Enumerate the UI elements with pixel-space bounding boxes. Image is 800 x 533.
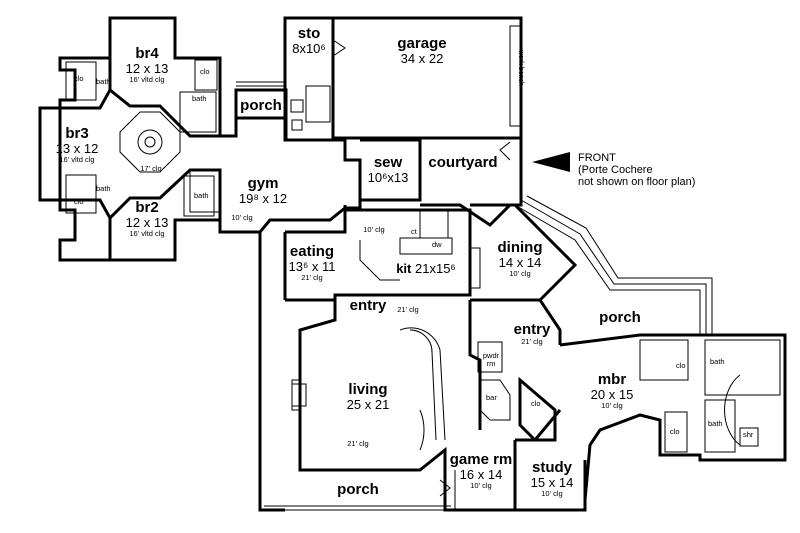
room-dimensions: 15 x 14 [530, 475, 574, 491]
room-dimensions: 16 x 14 [459, 467, 503, 483]
room-dimensions: 25 x 21 [346, 397, 390, 413]
room-name: entry [513, 321, 551, 338]
ceiling-note: 10' clg [470, 481, 492, 491]
ceiling-note: 10' clg [541, 489, 563, 499]
room-dimensions: 14 x 14 [498, 255, 542, 271]
room-name: gym [247, 175, 279, 192]
room-dimensions: 10⁶x13 [367, 170, 409, 186]
fixture-shr: shr [743, 430, 754, 439]
room-porch-right: porch [599, 309, 641, 326]
room-game-rm: game rm 16 x 14 10' clg [448, 451, 514, 491]
fixture-bath: bath [96, 77, 111, 86]
room-dimensions: 12 x 13 [125, 61, 169, 77]
fixture-bath: bath [192, 94, 207, 103]
ceiling-note: 21' clg [521, 337, 543, 347]
fixture-clo: clo [531, 399, 541, 408]
room-dimensions: 13 x 12 [55, 141, 99, 157]
front-arrow [532, 152, 570, 172]
game-study-walls [439, 409, 587, 512]
room-name: br2 [135, 199, 159, 216]
room-garage: garage 34 x 22 [370, 35, 474, 67]
room-courtyard: courtyard [428, 154, 498, 171]
room-kit: kit 21x15⁶ [390, 261, 462, 276]
room-porch-bottom: porch [337, 481, 379, 498]
living-ceiling-note: 21' clg [347, 439, 369, 448]
room-sew: sew 10⁶x13 [360, 154, 416, 186]
room-sto: sto 8x10⁶ [286, 25, 332, 57]
porch-right-walls [514, 195, 713, 335]
kit-label: kit 21x15⁶ [390, 261, 462, 276]
fixture-pwdr-rm: pwdr rm [482, 351, 500, 369]
fixture-clo: clo [74, 74, 84, 83]
fixture-ct: ct [411, 227, 417, 236]
room-name: entry [349, 297, 387, 314]
kit-ceiling-note: 10' clg [363, 225, 385, 234]
room-name: kit [396, 261, 412, 276]
ceiling-note: 10' clg [509, 269, 531, 279]
fixture-clo: clo [74, 197, 84, 206]
room-name: study [531, 459, 572, 476]
room-name: sew [373, 154, 403, 171]
room-dimensions: 12 x 13 [125, 215, 169, 231]
hub-ceiling-note: 17' clg [140, 164, 162, 173]
fixture-clo: clo [670, 427, 680, 436]
room-entry-left: entry [344, 297, 392, 314]
room-dimensions: 19⁸ x 12 [238, 191, 288, 207]
room-dimensions: 21x15⁶ [415, 261, 456, 276]
front-note-line: not shown on floor plan) [578, 176, 696, 189]
fixture-bar: bar [486, 393, 497, 402]
room-dimensions: 34 x 22 [400, 51, 444, 67]
room-br3: br3 13 x 12 16' vltd clg [46, 125, 108, 165]
room-study: study 15 x 14 10' clg [520, 459, 584, 499]
room-name: br3 [65, 125, 89, 142]
room-entry-right: entry 21' clg [506, 321, 558, 347]
fixture-clo: clo [200, 67, 210, 76]
entry-left-ceiling-note: 21' clg [397, 305, 419, 314]
work-bench-label: work bench [517, 50, 524, 86]
room-eating: eating 13⁶ x 11 21' clg [284, 243, 340, 283]
fixture-bath: bath [194, 191, 209, 200]
ceiling-note: 16' vltd clg [59, 155, 95, 165]
ceiling-note: 21' clg [301, 273, 323, 283]
room-name: eating [289, 243, 335, 260]
ceiling-note: 16' vltd clg [129, 229, 165, 239]
room-name: garage [397, 35, 447, 52]
room-living: living 25 x 21 [330, 381, 406, 413]
ceiling-note: 10' clg [601, 401, 623, 411]
room-dimensions: 8x10⁶ [292, 41, 326, 57]
room-mbr: mbr 20 x 15 10' clg [580, 371, 644, 411]
room-dining: dining 14 x 14 10' clg [488, 239, 552, 279]
fixture-clo: clo [676, 361, 686, 370]
master-suite-walls [559, 333, 787, 501]
ceiling-note: 16' vltd clg [129, 75, 165, 85]
room-name: sto [297, 25, 321, 42]
room-name: br4 [135, 45, 159, 62]
room-name: mbr [597, 371, 627, 388]
room-name: dining [497, 239, 543, 256]
entry-right-walls [468, 299, 562, 442]
gym-ceiling-note: 10' clg [231, 213, 253, 222]
front-note: FRONT (Porte Cochere not shown on floor … [578, 152, 695, 188]
front-label: FRONT [578, 152, 616, 164]
room-dimensions: 13⁶ x 11 [288, 259, 336, 275]
room-br4: br4 12 x 13 16' vltd clg [116, 45, 178, 85]
room-porch-top: porch [240, 97, 282, 114]
room-dimensions: 20 x 15 [590, 387, 634, 403]
room-gym: gym 19⁸ x 12 [228, 175, 298, 207]
room-br2: br2 12 x 13 16' vltd clg [116, 199, 178, 239]
room-name: living [348, 381, 388, 398]
fixture-bath: bath [96, 184, 111, 193]
front-note-line: (Porte Cochere [578, 164, 653, 177]
fixture-bath: bath [710, 357, 725, 366]
room-name: game rm [449, 451, 513, 468]
fixture-bath: bath [708, 419, 723, 428]
fixture-dw: dw [432, 240, 442, 249]
